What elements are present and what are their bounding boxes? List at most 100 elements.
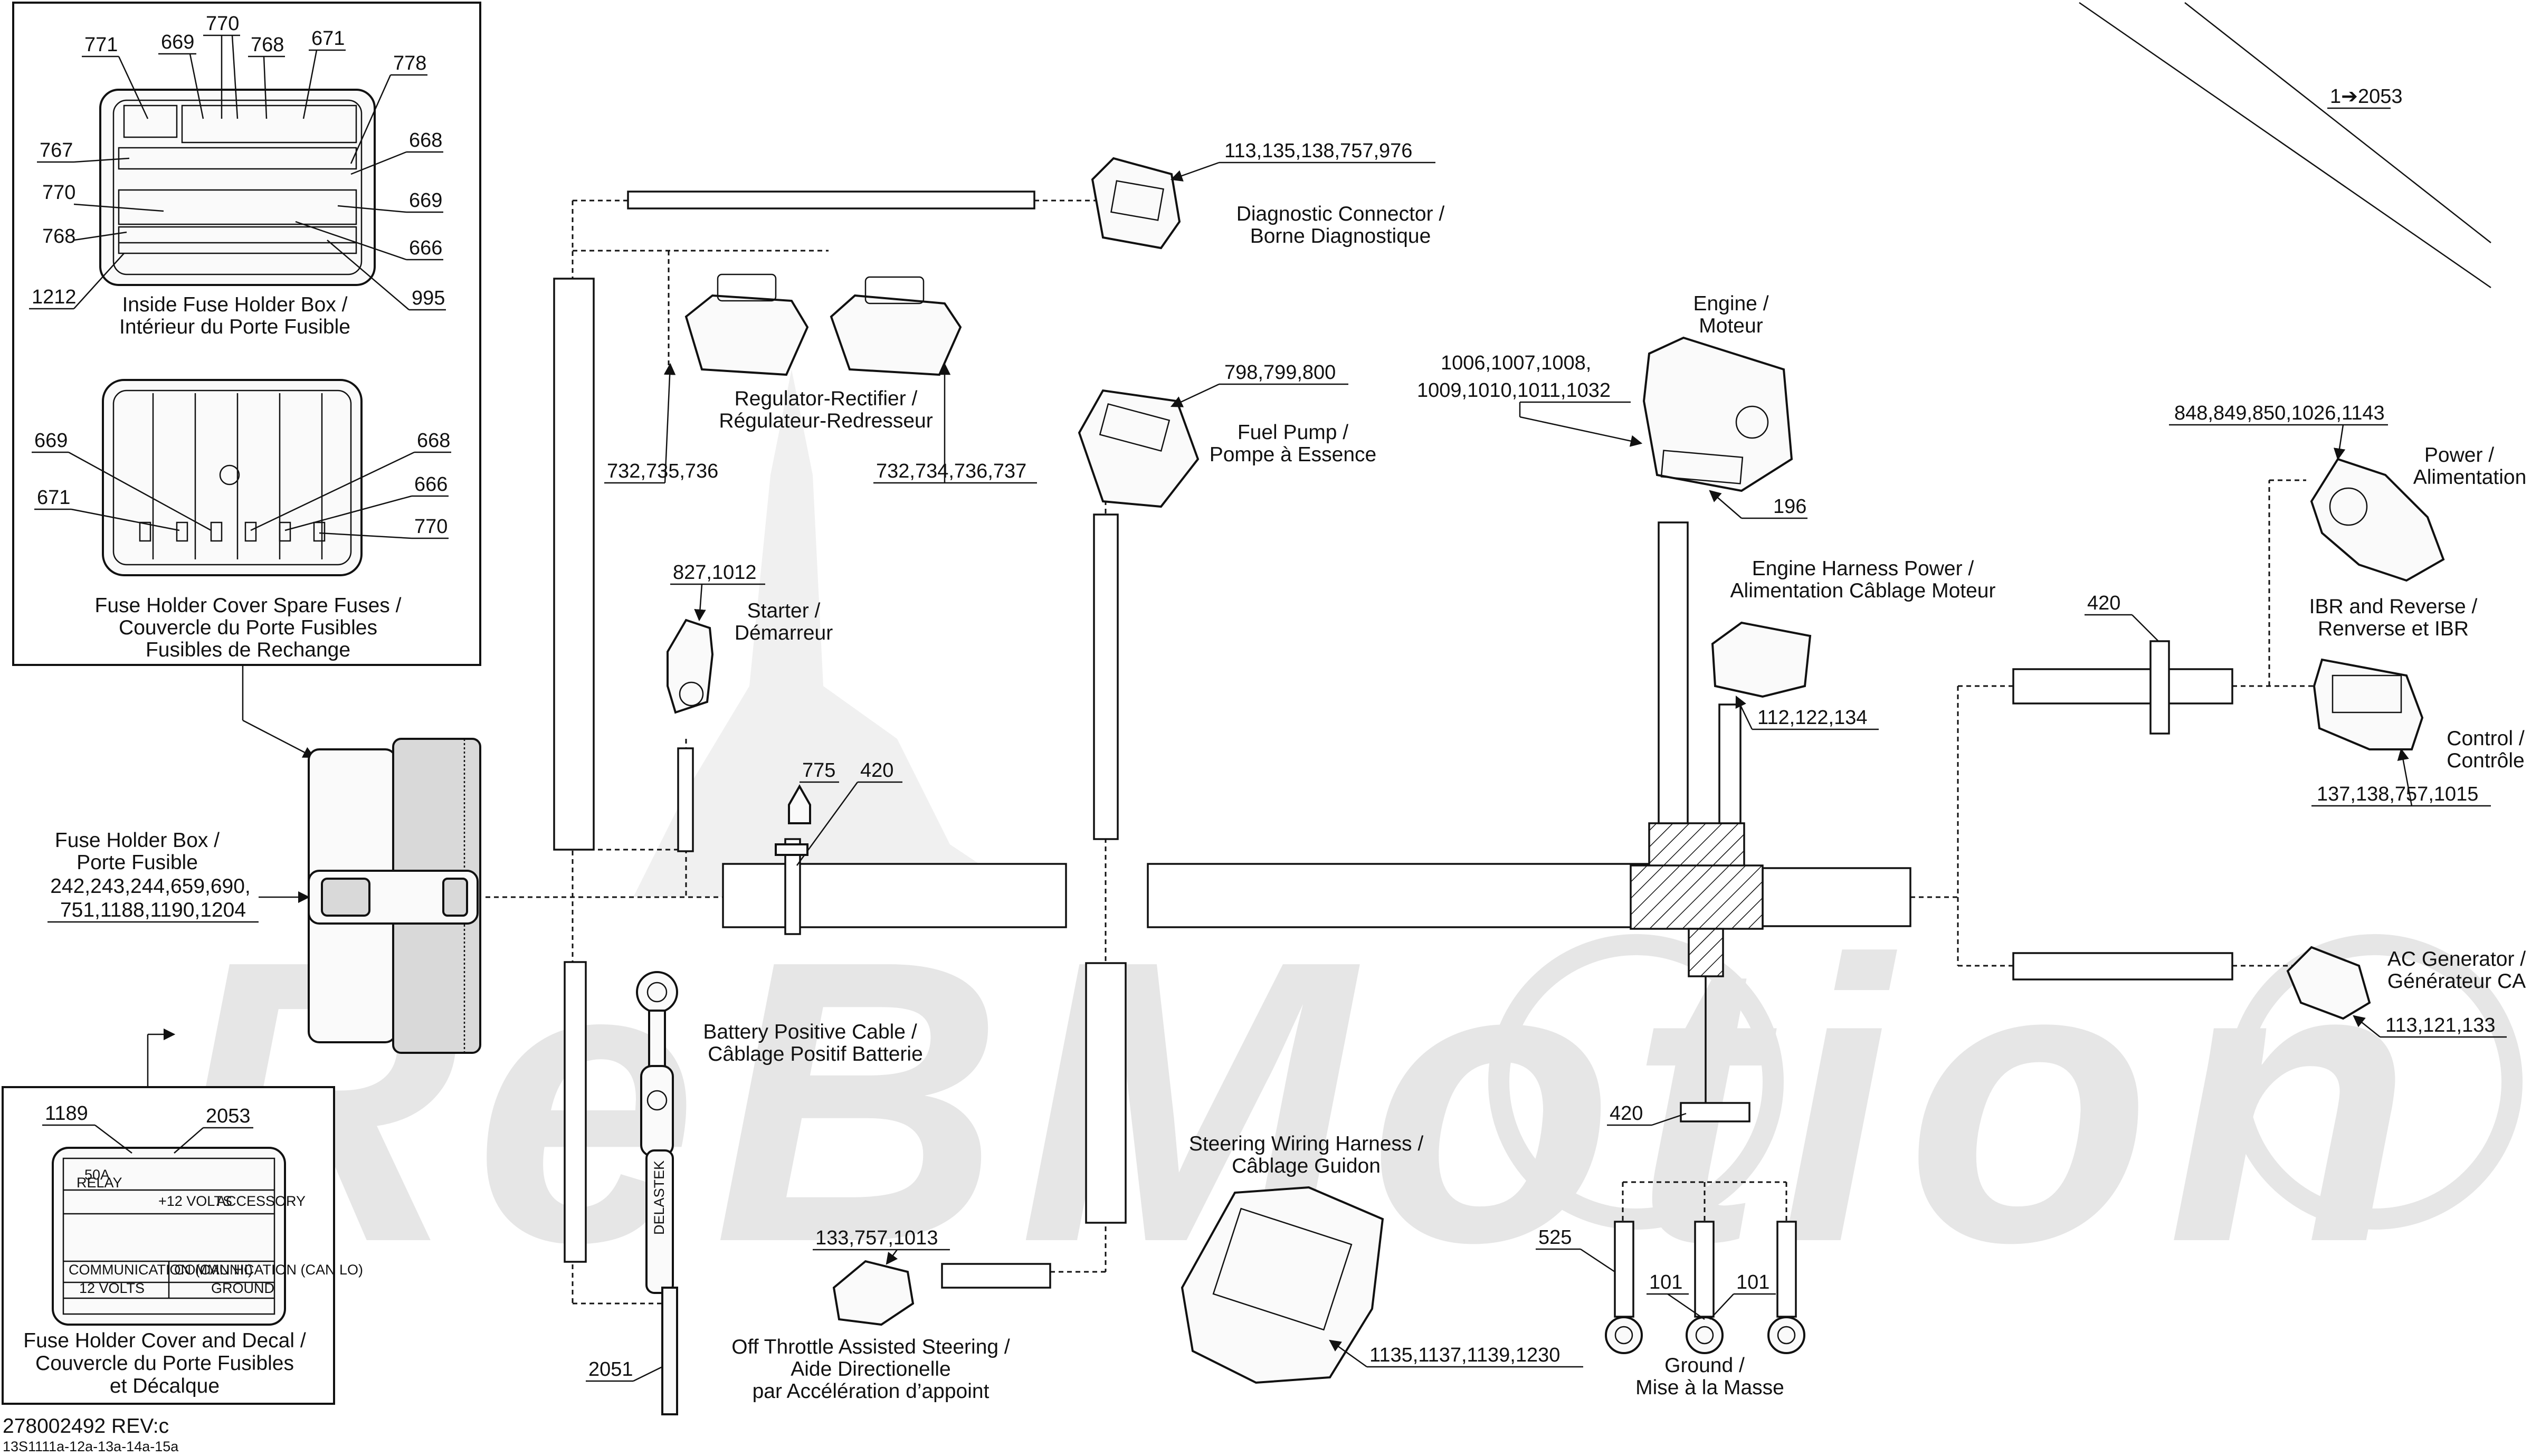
watermark-skyline <box>633 369 1029 897</box>
decal-text-12v: +12 VOLTS <box>158 1193 232 1209</box>
callout-671: 671 <box>37 487 70 509</box>
engine-harness-power-connector: Engine Harness Power / Alimentation Câbl… <box>1711 557 1996 730</box>
diagnostic-name-en: Diagnostic Connector / <box>1236 203 1445 225</box>
illustration-code: 13S1111a-12a-13a-14a-15a <box>3 1439 179 1454</box>
tie-wrap-420-right: 420 <box>2085 592 2170 735</box>
control-name-en: Control / <box>2447 727 2525 750</box>
callout-768: 768 <box>251 34 284 56</box>
ground-terminals: 525 101 101 Ground / Mise à la Masse <box>1536 1226 1805 1399</box>
inset-leader <box>242 719 315 758</box>
ehp-name-fr: Alimentation Câblage Moteur <box>1730 579 1996 602</box>
callout-767: 767 <box>40 139 73 161</box>
tie-420-b: 420 <box>860 759 893 782</box>
starter-name-en: Starter / <box>747 599 821 622</box>
starter-parts: 827,1012 <box>673 562 757 584</box>
callout-770: 770 <box>206 13 239 35</box>
watermark: ReBMotion <box>169 369 2523 1326</box>
engine-name-fr: Moteur <box>1699 315 1763 337</box>
ehp-name-en: Engine Harness Power / <box>1752 557 1974 580</box>
off-throttle-name-1: Off Throttle Assisted Steering / <box>731 1336 1010 1358</box>
inside-fuse-holder-drawing <box>99 89 376 286</box>
engine-parts-1: 1006,1007,1008, <box>1441 352 1591 374</box>
starter-name-fr: Démarreur <box>735 622 833 644</box>
callout-668: 668 <box>409 129 442 151</box>
regulator-parts-a: 732,735,736 <box>607 460 718 482</box>
spare-fuses-caption-3: Fusibles de Rechange <box>146 639 350 661</box>
power-name-fr: Alimentation <box>2413 466 2527 489</box>
control-parts: 137,138,757,1015 <box>2317 783 2478 805</box>
callout-669: 669 <box>34 430 68 452</box>
ehp-parts: 112,122,134 <box>1757 707 1868 729</box>
ground-name-fr: Mise à la Masse <box>1635 1376 1784 1399</box>
off-throttle-connector: 133,757,1013 Off Throttle Assisted Steer… <box>731 1227 1010 1403</box>
callout-668: 668 <box>417 430 450 452</box>
off-throttle-name-2: Aide Directionelle <box>791 1358 951 1381</box>
battery-name-fr: Câblage Positif Batterie <box>708 1043 923 1065</box>
callout-669: 669 <box>161 31 194 53</box>
callout-1212: 1212 <box>32 286 77 308</box>
ac-gen-name-en: AC Generator / <box>2387 948 2526 970</box>
inside-fuse-holder-caption-en: Inside Fuse Holder Box / <box>122 293 347 316</box>
control-name-fr: Contrôle <box>2447 749 2524 772</box>
cover-decal-caption-2: Couvercle du Porte Fusibles <box>35 1352 294 1375</box>
fuel-pump-name-fr: Pompe à Essence <box>1210 443 1377 466</box>
callout-770: 770 <box>414 516 448 538</box>
fuse-holder-parts-2: 751,1188,1190,1204 <box>60 899 246 921</box>
inside-fuse-holder-callouts: 771 669 770 768 671 778 767 668 770 669 … <box>29 13 446 338</box>
callout-768b: 768 <box>42 225 75 248</box>
callout-770b: 770 <box>42 182 75 204</box>
watermark-wheel <box>1488 934 1784 1230</box>
callout-666: 666 <box>409 237 442 259</box>
decal-text-ground: GROUND <box>211 1280 274 1296</box>
fuel-pump-connector: 798,799,800 Fuel Pump / Pompe à Essence <box>1078 361 1377 508</box>
control-connector: IBR and Reverse / Renverse et IBR Contro… <box>2309 595 2525 807</box>
callout-666: 666 <box>414 473 448 496</box>
spare-fuses-callouts: 669 668 671 666 770 Fuse Holder Cover Sp… <box>32 430 451 661</box>
fuse-holder-box-labels: Fuse Holder Box / Porte Fusible 242,243,… <box>47 829 310 923</box>
power-parts: 848,849,850,1026,1143 <box>2174 402 2385 424</box>
clamp-775-label: 775 <box>802 759 835 782</box>
ref-2053-label: 1➔2053 <box>2330 85 2403 108</box>
decal-text-12volts: 12 VOLTS <box>79 1280 145 1296</box>
ibr-name-fr: Renverse et IBR <box>2318 617 2469 640</box>
callout-995: 995 <box>412 287 445 309</box>
steering-name-fr: Câblage Guidon <box>1232 1155 1381 1177</box>
callout-771: 771 <box>84 34 118 56</box>
decal-text-can-hi: COMMUNICATION (CAN HI) <box>69 1262 253 1278</box>
fuse-holder-name-en: Fuse Holder Box / <box>55 829 220 852</box>
harness-branches <box>553 191 1797 1318</box>
tie-wrap-420-ground: 420 <box>1607 1102 1750 1126</box>
fuel-pump-name-en: Fuel Pump / <box>1238 421 1348 444</box>
ground-name-en: Ground / <box>1664 1354 1745 1377</box>
tie-420-a: 420 <box>2087 592 2120 614</box>
regulator-parts-b: 732,734,736,737 <box>876 460 1026 482</box>
starter-connector: 827,1012 Starter / Démarreur <box>667 562 833 714</box>
steering-harness-connector: Steering Wiring Harness / Câblage Guidon… <box>1181 1133 1583 1384</box>
cover-decal-caption-1: Fuse Holder Cover and Decal / <box>23 1329 306 1352</box>
off-throttle-parts: 133,757,1013 <box>815 1227 938 1249</box>
ac-gen-parts: 113,121,133 <box>2385 1014 2496 1036</box>
regulator-name-en: Regulator-Rectifier / <box>735 387 918 410</box>
clamp-775: 775 <box>775 759 839 856</box>
decal-text-50a: 50A <box>84 1167 110 1183</box>
steering-parts: 1135,1137,1139,1230 <box>1369 1344 1560 1366</box>
off-throttle-name-3: par Accélération d’appoint <box>753 1380 989 1403</box>
battery-positive-cable: DELASTEK Battery Positive Cable / Câblag… <box>586 971 923 1415</box>
ground-101b: 101 <box>1736 1271 1769 1293</box>
fuel-pump-parts: 798,799,800 <box>1224 361 1336 384</box>
steering-name-en: Steering Wiring Harness / <box>1189 1133 1423 1155</box>
spare-fuses-cover-drawing <box>102 379 363 576</box>
ref-2053: 1➔2053 <box>2079 2 2491 289</box>
diagnostic-parts: 113,135,138,757,976 <box>1224 140 1412 162</box>
diagnostic-connector: 113,135,138,757,976 Diagnostic Connector… <box>1091 140 1445 250</box>
tie-420-c: 420 <box>1610 1102 1643 1125</box>
spare-fuses-caption-1: Fuse Holder Cover Spare Fuses / <box>95 594 402 617</box>
battery-name-en: Battery Positive Cable / <box>703 1021 917 1043</box>
inside-fuse-holder-caption-fr: Intérieur du Porte Fusible <box>119 316 350 338</box>
callout-778: 778 <box>393 52 426 74</box>
callout-1189: 1189 <box>45 1102 88 1125</box>
fuse-holder-box <box>308 738 481 1054</box>
cover-decal-drawing: 50A RELAY +12 VOLTS ACCESSORY COMMUNICAT… <box>52 1147 363 1326</box>
callout-2053: 2053 <box>206 1105 251 1127</box>
